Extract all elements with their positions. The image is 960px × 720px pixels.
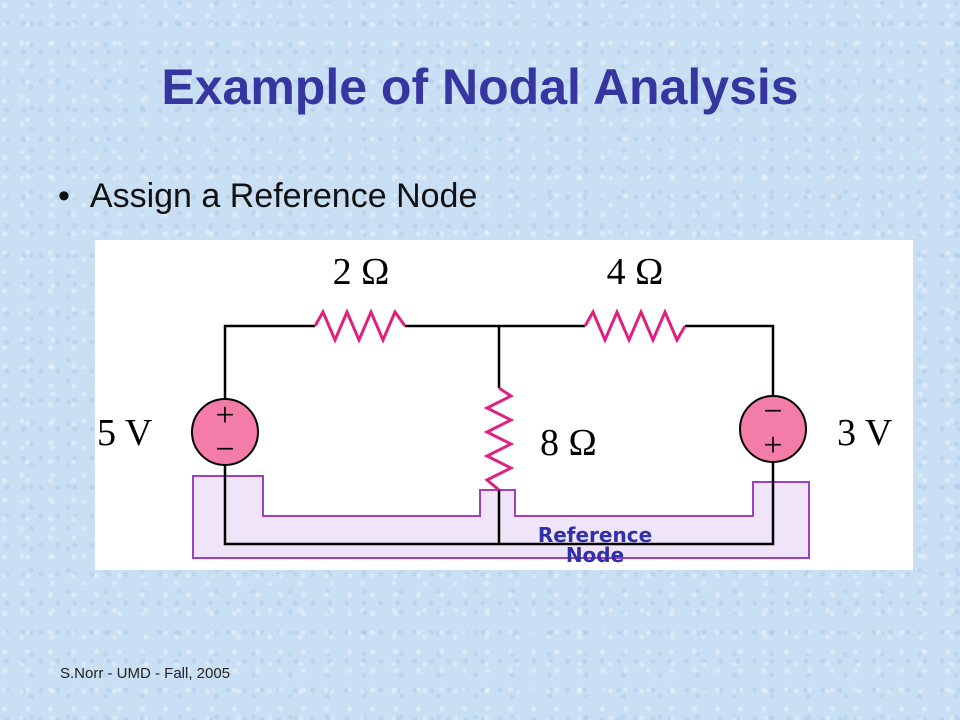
source-left-plus: + — [215, 397, 234, 434]
bullet-text: Assign a Reference Node — [89, 177, 478, 215]
bullet-dot: • — [58, 177, 70, 215]
source-right-plus: + — [763, 427, 782, 464]
slide-title: Example of Nodal Analysis — [161, 59, 799, 115]
voltage-source-left — [191, 398, 259, 466]
label-5-volt: 5 V — [97, 412, 153, 454]
circuit-figure: + − − + 2 Ω 4 Ω 8 Ω 5 V 3 V Reference No… — [95, 240, 913, 570]
reference-node-label-line2: Node — [566, 543, 624, 567]
source-right-minus: − — [763, 393, 782, 430]
voltage-source-right — [739, 395, 807, 463]
resistor-2-ohm — [313, 308, 407, 344]
label-8-ohm: 8 Ω — [540, 422, 597, 464]
resistor-4-ohm — [583, 308, 687, 344]
reference-node-region — [192, 475, 810, 559]
resistor-8-ohm — [483, 386, 515, 492]
label-4-ohm: 4 Ω — [607, 251, 664, 293]
circuit-diagram: + − − + 2 Ω 4 Ω 8 Ω 5 V 3 V Reference No… — [97, 251, 893, 567]
source-left-minus: − — [215, 431, 234, 468]
reference-node-label-line1: Reference — [538, 523, 652, 547]
slide-footer: S.Norr - UMD - Fall, 2005 — [60, 665, 231, 682]
bullet-item: • Assign a Reference Node — [58, 177, 477, 216]
circuit-wires — [223, 324, 775, 546]
label-2-ohm: 2 Ω — [333, 251, 390, 293]
label-3-volt: 3 V — [837, 412, 893, 454]
